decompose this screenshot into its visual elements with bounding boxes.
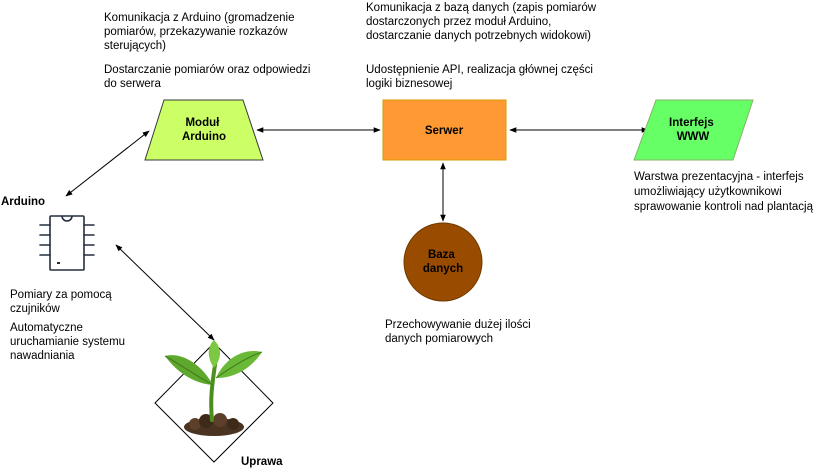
uprawa-diamond <box>154 342 274 463</box>
node-interfejs-www[interactable]: Interfejs WWW <box>633 99 754 161</box>
edge-arduino-uprawa <box>115 244 215 341</box>
modul-arduino-shape <box>144 99 264 161</box>
note-interfejs-description: Warstwa prezentacyjna - interfejs umożli… <box>634 171 814 213</box>
serwer-label: Serwer <box>425 125 464 137</box>
note-serwer-database: Komunikacja z bazą danych (zapis pomiaró… <box>366 2 599 42</box>
node-serwer[interactable]: Serwer <box>382 99 507 161</box>
uprawa-label: Uprawa <box>241 456 283 468</box>
note-baza-description: Przechowywanie dużej ilości danych pomia… <box>385 319 534 345</box>
serwer-shape <box>382 99 507 161</box>
modul-arduino-label: Moduł Arduino <box>182 117 226 143</box>
node-uprawa[interactable]: Uprawa <box>154 340 283 468</box>
node-arduino[interactable]: Arduino <box>1 196 95 271</box>
node-modul-arduino[interactable]: Moduł Arduino <box>144 99 264 161</box>
interfejs-www-label: Interfejs WWW <box>669 117 717 143</box>
node-baza-danych[interactable]: Baza danych <box>403 222 483 302</box>
note-serwer-api: Udostępnienie API, realizacja głównej cz… <box>366 64 596 90</box>
edge-arduino-modul <box>65 130 150 197</box>
arduino-label: Arduino <box>1 196 45 208</box>
note-arduino-automation: Automatyczne uruchamianie systemu nawadn… <box>10 322 128 362</box>
note-modul-communication: Komunikacja z Arduino (gromadzenie pomia… <box>104 12 298 52</box>
baza-danych-shape <box>403 222 483 302</box>
note-arduino-measurements: Pomiary za pomocą czujników <box>10 289 115 315</box>
note-modul-delivery: Dostarczanie pomiarów oraz odpowiedzi do… <box>104 64 314 90</box>
interfejs-www-shape <box>633 99 754 161</box>
sprout-icon <box>164 340 263 436</box>
baza-danych-label: Baza danych <box>423 249 463 275</box>
microchip-icon <box>39 215 95 271</box>
